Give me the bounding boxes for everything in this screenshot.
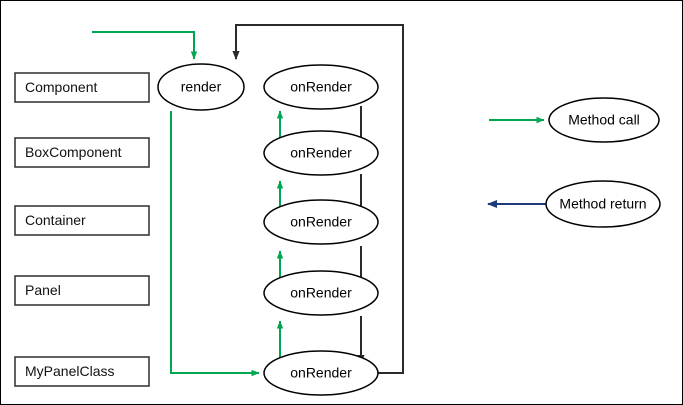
legend-item-method-call[interactable]: Method call bbox=[489, 97, 660, 143]
class-box-mypanelclass[interactable]: MyPanelClass bbox=[14, 356, 150, 387]
node-render[interactable]: render bbox=[157, 63, 245, 111]
class-box-panel[interactable]: Panel bbox=[14, 275, 150, 306]
node-onrender-label: onRender bbox=[290, 145, 352, 161]
node-render-label: render bbox=[181, 79, 222, 95]
class-box-label: Panel bbox=[25, 282, 61, 298]
class-box-label: MyPanelClass bbox=[25, 363, 114, 379]
node-onrender-ellipse bbox=[263, 64, 379, 110]
node-onrender-ellipse bbox=[263, 350, 379, 396]
legend-item-method-return[interactable]: Method return bbox=[487, 180, 661, 228]
node-onrender-label: onRender bbox=[290, 365, 352, 381]
edge-return-onrender-5-to-render bbox=[232, 24, 404, 374]
class-box-component[interactable]: Component bbox=[14, 72, 150, 103]
node-onrender-2[interactable]: onRender bbox=[263, 130, 379, 176]
class-box-rect bbox=[14, 205, 150, 236]
class-box-label: BoxComponent bbox=[25, 144, 122, 160]
legend-call-ellipse bbox=[548, 97, 660, 143]
node-onrender-ellipse bbox=[263, 270, 379, 316]
node-onrender-label: onRender bbox=[290, 79, 352, 95]
class-box-rect bbox=[14, 137, 150, 168]
edge-call-render-to-onrender-5 bbox=[170, 111, 260, 377]
node-onrender-4[interactable]: onRender bbox=[263, 270, 379, 316]
class-box-label: Component bbox=[25, 79, 97, 95]
edge-call-external-to-render bbox=[92, 31, 198, 60]
class-box-boxcomponent[interactable]: BoxComponent bbox=[14, 137, 150, 168]
class-box-rect bbox=[14, 72, 150, 103]
legend-return-label: Method return bbox=[559, 196, 646, 212]
node-render-ellipse bbox=[157, 63, 245, 111]
onrender-column: onRender onRender onRender onRender onRe… bbox=[263, 64, 379, 396]
node-onrender-ellipse bbox=[263, 130, 379, 176]
class-box-label: Container bbox=[25, 212, 86, 228]
class-box-container[interactable]: Container bbox=[14, 205, 150, 236]
class-box-rect bbox=[14, 275, 150, 306]
class-hierarchy-column: Component BoxComponent Container Panel M… bbox=[14, 72, 150, 387]
node-onrender-5[interactable]: onRender bbox=[263, 350, 379, 396]
legend-call-label: Method call bbox=[568, 112, 640, 128]
legend-return-ellipse bbox=[545, 180, 661, 228]
node-onrender-1[interactable]: onRender bbox=[263, 64, 379, 110]
legend: Method call Method return bbox=[487, 97, 661, 228]
node-onrender-label: onRender bbox=[290, 285, 352, 301]
class-box-rect bbox=[14, 356, 150, 387]
node-onrender-3[interactable]: onRender bbox=[263, 199, 379, 245]
node-onrender-ellipse bbox=[263, 199, 379, 245]
node-onrender-label: onRender bbox=[290, 214, 352, 230]
